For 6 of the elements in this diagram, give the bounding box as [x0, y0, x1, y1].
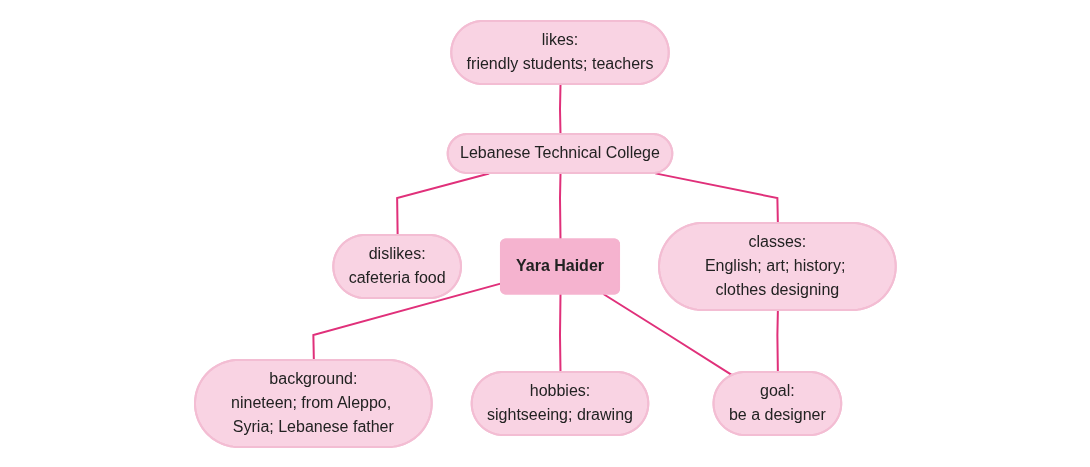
connector [601, 292, 734, 376]
connector [558, 83, 562, 135]
connector [653, 171, 779, 224]
connector [395, 172, 490, 236]
connector [776, 309, 779, 373]
connector [558, 292, 562, 373]
